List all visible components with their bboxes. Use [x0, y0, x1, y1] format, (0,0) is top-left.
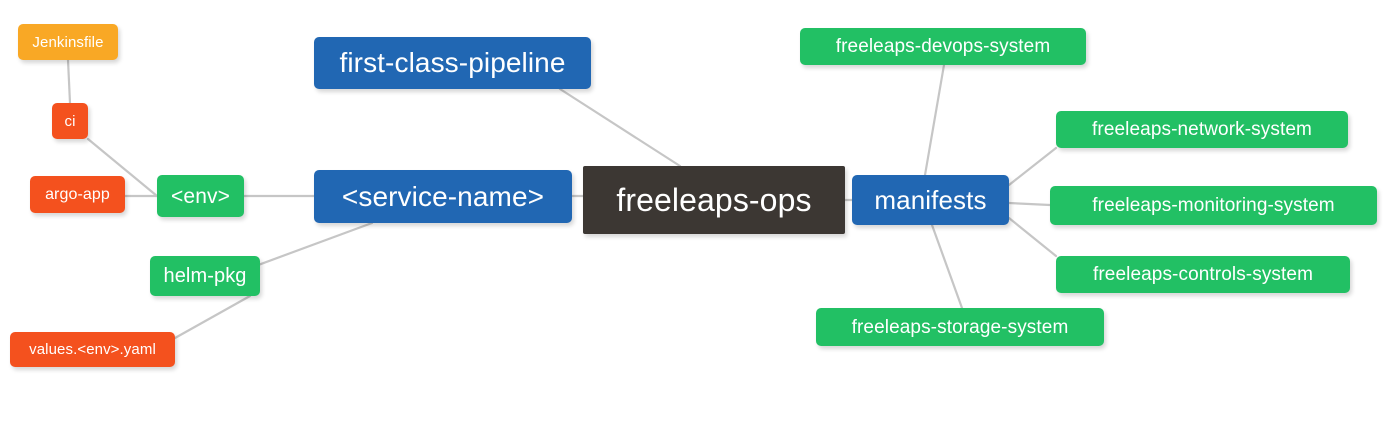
edge-values-yaml-to-helm-pkg — [173, 294, 252, 340]
mindmap-node-devops-system[interactable]: freeleaps-devops-system — [800, 28, 1086, 65]
edge-first-class-pipeline-to-freeleaps-ops — [558, 87, 682, 168]
mindmap-node-ci[interactable]: ci — [52, 103, 88, 139]
mindmap-node-env[interactable]: <env> — [157, 175, 244, 217]
mindmap-node-storage-system[interactable]: freeleaps-storage-system — [816, 308, 1104, 346]
mindmap-node-first-class-pipeline[interactable]: first-class-pipeline — [314, 37, 591, 89]
mindmap-node-freeleaps-ops[interactable]: freeleaps-ops — [583, 166, 845, 234]
edge-manifests-to-storage-system — [930, 223, 964, 310]
edge-manifests-to-monitoring-system — [1007, 201, 1052, 207]
mindmap-node-service-name[interactable]: <service-name> — [314, 170, 572, 223]
mindmap-node-monitoring-system[interactable]: freeleaps-monitoring-system — [1050, 186, 1377, 225]
mindmap-node-manifests[interactable]: manifests — [852, 175, 1009, 225]
mindmap-node-network-system[interactable]: freeleaps-network-system — [1056, 111, 1348, 148]
edge-helm-pkg-to-service-name — [248, 221, 374, 270]
mindmap-node-helm-pkg[interactable]: helm-pkg — [150, 256, 260, 296]
mindmap-node-values-yaml[interactable]: values.<env>.yaml — [10, 332, 175, 367]
mindmap-node-controls-system[interactable]: freeleaps-controls-system — [1056, 256, 1350, 293]
edge-devops-system-to-manifests — [923, 63, 946, 177]
edge-jenkinsfile-to-ci — [66, 58, 72, 105]
edge-manifests-to-network-system — [1007, 146, 1058, 187]
mindmap-node-jenkinsfile[interactable]: Jenkinsfile — [18, 24, 118, 60]
mindmap-node-argo-app[interactable]: argo-app — [30, 176, 125, 213]
edge-manifests-to-controls-system — [1007, 216, 1058, 258]
